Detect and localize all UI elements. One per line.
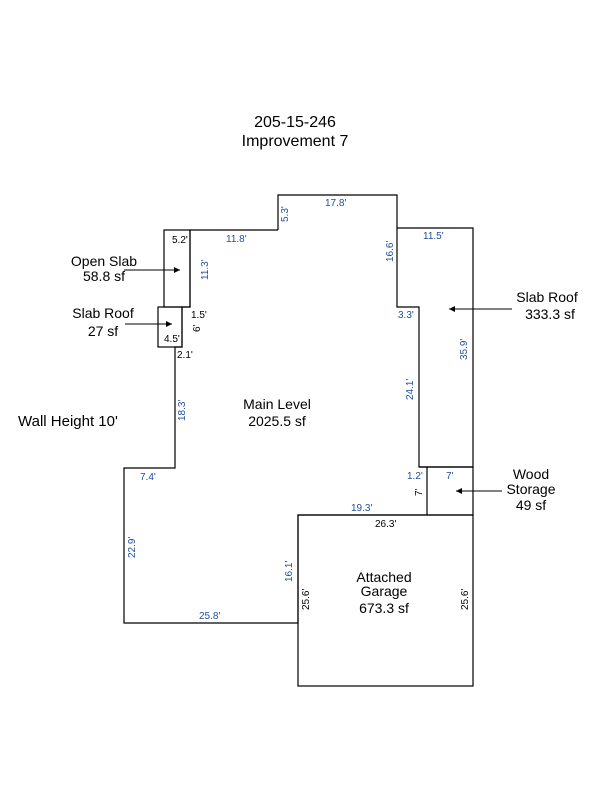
dim-left-step: 7.4' <box>140 472 156 483</box>
dim-left-upper: 18.3' <box>177 400 188 421</box>
main-level-sqft: 2025.5 sf <box>248 413 306 429</box>
dim-bottom-left: 25.8' <box>199 611 220 622</box>
slab-roof-large-leader-arrow <box>449 306 455 312</box>
dim-garage-top: 26.3' <box>375 519 396 530</box>
dim-slab-roof-height: 6' <box>192 324 203 332</box>
dim-garage-right: 25.6' <box>460 589 471 610</box>
dim-garage-inner-left: 16.1' <box>284 561 295 582</box>
dim-storage-side: 7' <box>414 488 425 496</box>
dim-small-step: 2.1' <box>177 350 193 361</box>
dim-step: 5.3' <box>280 206 291 222</box>
garage-label-line2: Garage <box>361 583 408 599</box>
dim-gap: 1.5' <box>191 310 207 321</box>
slab-roof-large-sqft: 333.3 sf <box>525 306 575 322</box>
open-slab-sqft: 58.8 sf <box>83 268 125 284</box>
open-slab-label: Open Slab <box>71 253 137 269</box>
dim-right-top: 11.5' <box>423 231 444 242</box>
open-slab-leader-arrow <box>174 267 180 273</box>
slab-roof-small-outline <box>157 306 183 348</box>
dim-left-outer: 22.9' <box>127 537 138 558</box>
garage-sqft: 673.3 sf <box>359 600 409 616</box>
dim-right-outer: 35.9' <box>459 339 470 360</box>
dim-garage-left: 25.6' <box>301 589 312 610</box>
garage-outline <box>297 514 474 687</box>
wood-storage-label-line2: Storage <box>506 481 555 497</box>
garage-label-line1: Attached <box>356 569 411 585</box>
wood-storage-sqft: 49 sf <box>516 497 546 513</box>
wood-storage-label-line1: Wood <box>513 466 549 482</box>
wood-storage-leader-arrow <box>456 488 462 494</box>
dim-slab-roof-width: 4.5' <box>164 334 180 345</box>
dim-top: 17.8' <box>325 198 346 209</box>
dim-bottom-mid: 19.3' <box>351 503 372 514</box>
dim-notch: 3.3' <box>398 310 414 321</box>
slab-roof-small-label: Slab Roof <box>72 305 134 321</box>
dim-right-inner: 24.1' <box>405 379 416 400</box>
dim-open-slab-width: 5.2' <box>172 235 188 246</box>
parcel-id: 205-15-246 <box>254 114 336 131</box>
main-level-label: Main Level <box>243 396 311 412</box>
dim-open-slab-height: 11.3' <box>200 259 211 280</box>
dim-storage-top: 7' <box>446 471 454 482</box>
wall-height-label: Wall Height 10' <box>18 413 118 430</box>
slab-roof-small-sqft: 27 sf <box>88 323 118 339</box>
dim-upper-left-top: 11.8' <box>226 234 247 245</box>
improvement-title: Improvement 7 <box>242 133 349 150</box>
dim-inner-right: 16.6' <box>385 241 396 262</box>
dim-storage-small: 1.2' <box>407 471 423 482</box>
slab-roof-large-label: Slab Roof <box>516 289 578 305</box>
slab-roof-small-leader-arrow <box>166 321 172 327</box>
